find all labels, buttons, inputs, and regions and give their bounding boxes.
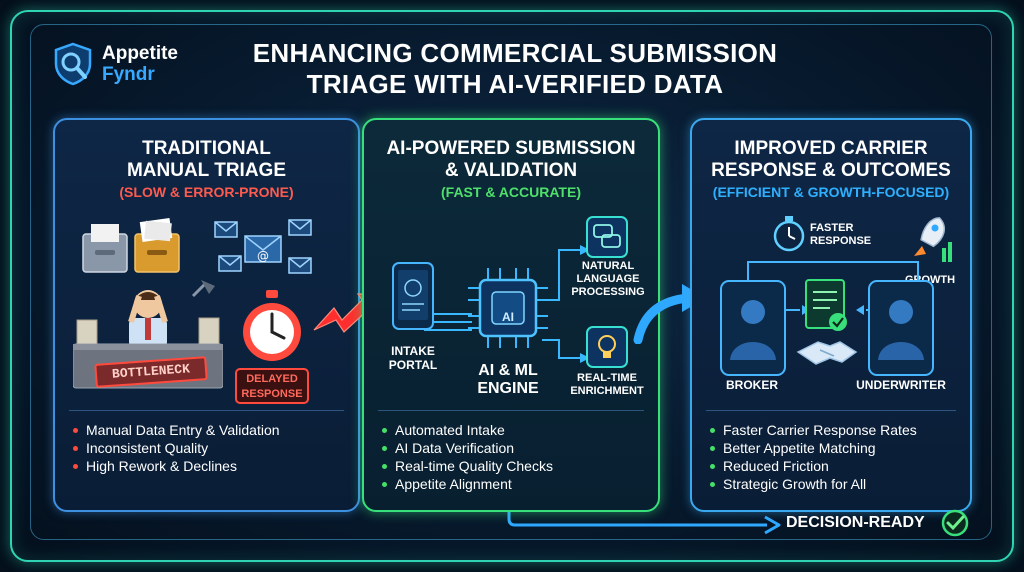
rocket-icon (902, 212, 954, 268)
bullet-text: Appetite Alignment (395, 476, 512, 492)
stopwatch-icon (239, 290, 305, 364)
intake-line2: PORTAL (388, 358, 438, 372)
underwriter-avatar (868, 280, 934, 376)
tablet-icon (392, 262, 434, 330)
ai-title-line2: & VALIDATION (444, 160, 578, 181)
document-check-icon (804, 278, 850, 334)
panel-ai-submission: AI-POWERED SUBMISSION & VALIDATION (FAST… (362, 118, 660, 512)
ai-title-line1: AI-POWERED SUBMISSION (386, 138, 636, 159)
improved-subtitle: (EFFICIENT & GROWTH-FOCUSED) (712, 184, 950, 200)
bullet-text: Reduced Friction (723, 458, 829, 474)
list-item: High Rework & Declines (73, 457, 280, 475)
list-item: Appetite Alignment (382, 475, 553, 493)
nlp-line3: PROCESSING (571, 286, 645, 298)
file-cabinet-icon (81, 216, 181, 274)
bullet-text: High Rework & Declines (86, 458, 237, 474)
chat-bubbles-icon (586, 216, 628, 258)
title-line2: TRIAGE WITH AI-VERIFIED DATA (306, 69, 724, 99)
nlp-label: NATURAL LANGUAGE PROCESSING (568, 260, 648, 299)
page-title: ENHANCING COMMERCIAL SUBMISSION TRIAGE W… (225, 38, 805, 100)
list-item: Strategic Growth for All (710, 475, 917, 493)
lightbulb-icon (586, 326, 628, 368)
list-item: Automated Intake (382, 421, 553, 439)
ai-bullets: Automated Intake AI Data Verification Re… (382, 421, 553, 493)
bullet-text: AI Data Verification (395, 440, 515, 456)
email-icon: @ (213, 216, 313, 278)
shield-magnifier-logo-icon (52, 42, 94, 86)
list-item: Inconsistent Quality (73, 439, 280, 457)
traditional-title-line1: TRADITIONAL (142, 138, 271, 159)
bullet-text: Manual Data Entry & Validation (86, 422, 280, 438)
intake-portal-label: INTAKE PORTAL (384, 344, 442, 372)
traditional-bullets: Manual Data Entry & Validation Inconsist… (73, 421, 280, 475)
logo-name-line2: Fyndr (102, 64, 155, 85)
real-time-enrichment-label: REAL-TIME ENRICHMENT (564, 372, 650, 398)
broker-avatar (720, 280, 786, 376)
intake-line1: INTAKE (391, 344, 435, 358)
underwriter-label: UNDERWRITER (856, 378, 946, 392)
faster-line1: FASTER (810, 222, 854, 234)
ai-divider (378, 410, 644, 411)
engine-line1: AI & ML (478, 362, 538, 379)
list-item: Faster Carrier Response Rates (710, 421, 917, 439)
list-item: Real-time Quality Checks (382, 457, 553, 475)
improved-title: IMPROVED CARRIER RESPONSE & OUTCOMES (692, 138, 970, 182)
logo: Appetite Fyndr (52, 42, 178, 86)
cpu-chip-icon (468, 268, 548, 348)
bullet-text: Better Appetite Matching (723, 440, 876, 456)
faster-response-label: FASTER RESPONSE (810, 222, 871, 248)
panel-traditional-triage: TRADITIONAL MANUAL TRIAGE (SLOW & ERROR-… (53, 118, 360, 512)
decision-ready-label: DECISION-READY (786, 514, 925, 531)
rt-line1: REAL-TIME (577, 372, 637, 384)
engine-line2: ENGINE (477, 380, 539, 397)
list-item: Reduced Friction (710, 457, 917, 475)
nlp-line1: NATURAL (581, 260, 635, 272)
broker-label: BROKER (725, 378, 778, 392)
title-line1: ENHANCING COMMERCIAL SUBMISSION (252, 38, 778, 68)
rt-line2: ENRICHMENT (570, 385, 644, 397)
traditional-title-line2: MANUAL TRIAGE (126, 160, 287, 181)
ai-ml-engine-label: AI & ML ENGINE (462, 362, 554, 398)
improved-bullets: Faster Carrier Response Rates Better App… (710, 421, 917, 493)
stopwatch-icon (772, 216, 806, 252)
delayed-line1: DELAYED (246, 373, 298, 385)
delayed-line2: RESPONSE (241, 388, 303, 400)
traditional-title: TRADITIONAL MANUAL TRIAGE (55, 138, 358, 182)
bullet-text: Strategic Growth for All (723, 476, 867, 492)
svg-text:@: @ (257, 249, 269, 263)
list-item: AI Data Verification (382, 439, 553, 457)
check-circle-icon (940, 508, 970, 538)
bullet-text: Faster Carrier Response Rates (723, 422, 917, 438)
ai-title: AI-POWERED SUBMISSION & VALIDATION (364, 138, 658, 182)
nlp-line2: LANGUAGE (576, 273, 640, 285)
list-item: Better Appetite Matching (710, 439, 917, 457)
bullet-text: Real-time Quality Checks (395, 458, 553, 474)
improved-title-line1: IMPROVED CARRIER (734, 138, 928, 159)
traditional-subtitle: (SLOW & ERROR-PRONE) (119, 184, 294, 200)
ai-subtitle: (FAST & ACCURATE) (441, 184, 581, 200)
delayed-response-badge: DELAYED RESPONSE (235, 368, 309, 404)
list-item: Manual Data Entry & Validation (73, 421, 280, 439)
traditional-divider (69, 410, 344, 411)
logo-name-line1: Appetite (102, 43, 178, 64)
bullet-text: Automated Intake (395, 422, 505, 438)
bullet-text: Inconsistent Quality (86, 440, 209, 456)
handshake-icon (796, 332, 858, 368)
chip-label: AI (502, 310, 514, 324)
panel-improved-outcomes: IMPROVED CARRIER RESPONSE & OUTCOMES (EF… (690, 118, 972, 512)
improved-title-line2: RESPONSE & OUTCOMES (711, 160, 951, 181)
faster-line2: RESPONSE (810, 235, 872, 247)
improved-divider (706, 410, 956, 411)
decision-flow-arrow (507, 495, 781, 535)
inner-frame (30, 24, 992, 540)
